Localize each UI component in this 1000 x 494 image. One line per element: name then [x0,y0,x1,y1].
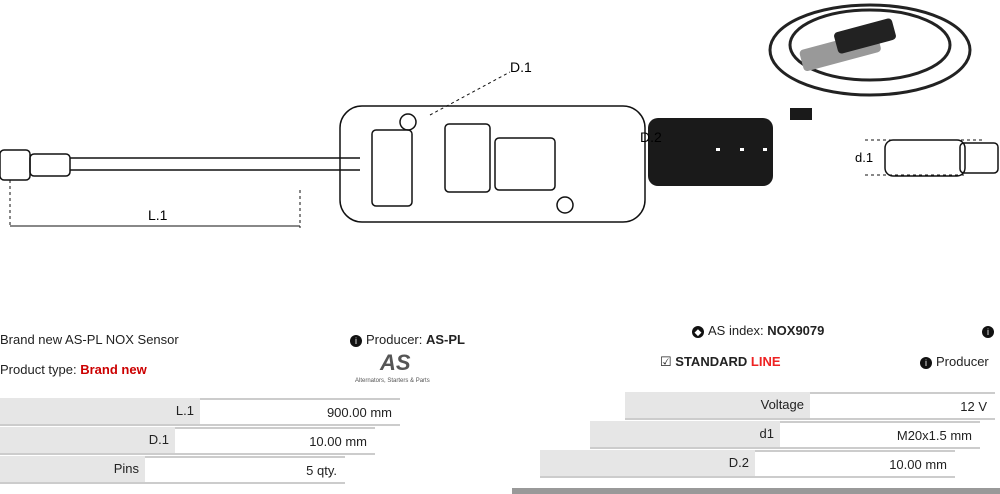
info-icon-right: i [982,323,998,338]
divider-bar [512,488,1000,494]
info-icon: i [350,334,362,347]
check-icon: ☑ [660,354,672,369]
logo-tagline: Alternators, Starters & Parts [355,378,430,384]
connector-photo [648,118,773,186]
tag-icon: ◆ [692,325,704,338]
label-d1-small: d.1 [855,150,873,165]
product-type: Product type: Brand new [0,362,147,377]
as-index: ◆AS index: NOX9079 [692,323,824,338]
product-drawing: D.1 D.2 L.1 d.1 [0,3,999,228]
standard-line-badge: ☑ STANDARD LINE [660,354,781,369]
label-d2: D.2 [640,129,662,145]
product-title: Brand new AS-PL NOX Sensor [0,332,179,347]
sensor-cable-photo [768,3,972,97]
as-logo: AS [380,350,411,375]
label-l1: L.1 [148,207,168,223]
label-d1: D.1 [510,59,532,75]
